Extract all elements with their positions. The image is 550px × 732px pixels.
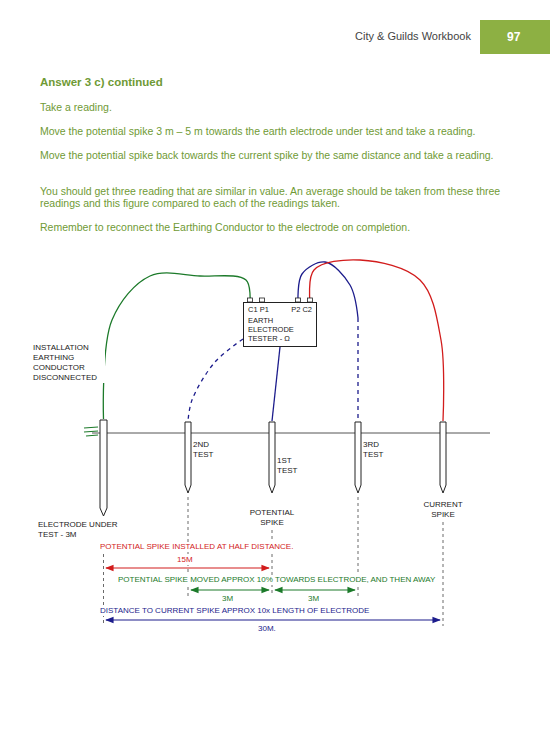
electrode-label: ELECTRODE UNDER TEST - 3M: [38, 520, 130, 540]
lead-p2-1st: [272, 347, 280, 421]
instruction-text: You should get three reading that are si…: [40, 185, 510, 209]
lead-p2-2nd: [188, 339, 243, 421]
instruction-text: Move the potential spike back towards th…: [40, 149, 510, 161]
instruction-text: Move the potential spike 3 m – 5 m towar…: [40, 125, 525, 137]
lead-c1: [103, 273, 250, 419]
dimension-value: 15M: [177, 555, 193, 565]
dimension-value: 3M: [308, 594, 319, 604]
dimension-30m: [106, 619, 440, 620]
conductor-note: INSTALLATION EARTHING CONDUCTOR DISCONNE…: [33, 343, 105, 383]
spike-2nd: [185, 422, 191, 493]
test-position-label: 3RD TEST: [363, 440, 393, 460]
instruction-text: Remember to reconnect the Earthing Condu…: [40, 221, 525, 233]
test-position-label: 1ST TEST: [277, 456, 307, 476]
ground-line: [92, 433, 490, 434]
dimension-15m: [106, 567, 269, 568]
spike-3rd: [355, 422, 361, 493]
dimension-value: 3M: [222, 594, 233, 604]
earth-electrode-tester: C1 P1 P2 C2 EARTH ELECTRODE TESTER - Ω: [243, 302, 317, 347]
page-number: 97: [507, 30, 520, 44]
dimension-3m-right: [275, 589, 355, 590]
earth-electrode: [100, 420, 107, 516]
terminal-label: C1 P1: [248, 305, 269, 314]
dimension-note: DISTANCE TO CURRENT SPIKE APPROX 10x LEN…: [100, 606, 369, 616]
instruction-text: Take a reading.: [40, 101, 510, 113]
lead-c2: [310, 260, 444, 421]
terminal-label: P2 C2: [291, 305, 312, 314]
dimension-value: 30M.: [258, 624, 276, 634]
tester-name: EARTH ELECTRODE TESTER - Ω: [248, 316, 312, 343]
spike-label: CURRENT SPIKE: [413, 500, 473, 520]
page-number-tab: [480, 20, 550, 54]
test-leads: [103, 260, 443, 421]
electrodes: [100, 420, 446, 516]
running-header: City & Guilds Workbook: [355, 30, 471, 43]
dimension-note: POTENTIAL SPIKE INSTALLED AT HALF DISTAN…: [100, 542, 293, 552]
spike-label: POTENTIAL SPIKE: [242, 508, 302, 528]
lead-p2-3rd: [357, 318, 358, 421]
dimension-note: POTENTIAL SPIKE MOVED APPROX 10% TOWARDS…: [118, 575, 435, 585]
potential-spike: [269, 422, 275, 493]
dimension-3m-left: [191, 589, 269, 590]
answer-heading: Answer 3 c) continued: [40, 76, 163, 88]
earthing-conductor: [84, 427, 98, 436]
test-position-label: 2ND TEST: [193, 440, 223, 460]
current-spike: [440, 422, 446, 493]
